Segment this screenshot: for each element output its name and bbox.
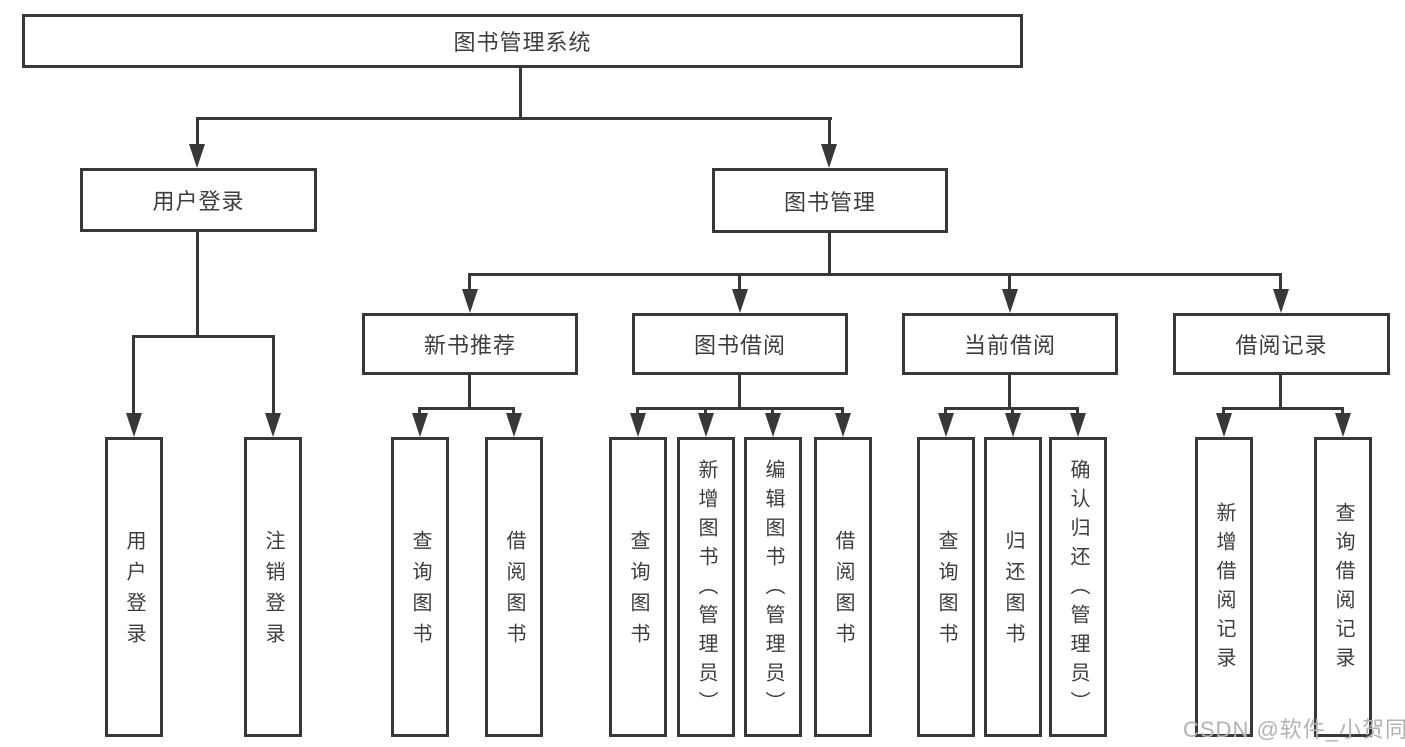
- arrow-book-management: [821, 144, 837, 168]
- leaf-user-login: 用户登录: [105, 437, 163, 737]
- arrow-current-borrow: [1002, 289, 1018, 313]
- connector-drop-bb-borrow: [841, 407, 844, 417]
- leaf-bb-add-books-admin: 新增图书（管理员）: [677, 437, 735, 737]
- leaf-cb-confirm-return-admin: 确认归还（管理员）: [1049, 437, 1107, 737]
- connector-drop-bb-edit: [771, 407, 774, 417]
- arrow-bb-edit: [765, 413, 781, 437]
- node-new-book-recommendation: 新书推荐: [362, 313, 578, 375]
- connector-user-login-rail: [132, 335, 275, 338]
- connector-current-borrow-stem: [1008, 375, 1011, 407]
- connector-drop-bb-add: [704, 407, 707, 417]
- connector-drop-bb-query: [636, 407, 639, 417]
- leaf-nb-query-books: 查询图书: [391, 437, 449, 737]
- arrow-new-book: [462, 289, 478, 313]
- arrow-bb-query: [630, 413, 646, 437]
- node-library-management-system: 图书管理系统: [22, 14, 1023, 68]
- connector-drop-login-leaf: [132, 335, 135, 417]
- arrow-login-leaf: [126, 413, 142, 437]
- leaf-nb-borrow-books: 借阅图书: [485, 437, 543, 737]
- connector-book-management-stem: [828, 233, 831, 273]
- arrow-cb-return: [1005, 413, 1021, 437]
- arrow-user-login: [189, 144, 205, 168]
- connector-drop-user-login: [196, 117, 199, 149]
- connector-drop-br-query: [1341, 407, 1344, 417]
- arrow-br-add: [1216, 413, 1232, 437]
- connector-drop-nb-borrow: [512, 407, 515, 417]
- leaf-cb-query-books: 查询图书: [917, 437, 975, 737]
- arrow-nb-borrow: [506, 413, 522, 437]
- leaf-bb-edit-books-admin: 编辑图书（管理员）: [744, 437, 802, 737]
- connector-level3-rail: [468, 273, 1281, 276]
- node-book-management: 图书管理: [712, 168, 948, 233]
- arrow-br-query: [1335, 413, 1351, 437]
- arrow-logout-leaf: [265, 413, 281, 437]
- connector-new-book-stem: [468, 375, 471, 407]
- connector-drop-cb-confirm: [1076, 407, 1079, 417]
- arrow-cb-confirm: [1070, 413, 1086, 437]
- connector-drop-cb-query: [944, 407, 947, 417]
- arrow-nb-query: [412, 413, 428, 437]
- connector-drop-nb-query: [418, 407, 421, 417]
- node-current-borrowing: 当前借阅: [902, 313, 1118, 375]
- node-book-borrowing: 图书借阅: [632, 313, 848, 375]
- node-user-login: 用户登录: [80, 168, 317, 232]
- connector-drop-borrow-records: [1279, 273, 1282, 291]
- arrow-cb-query: [938, 413, 954, 437]
- leaf-br-add-record: 新增借阅记录: [1195, 437, 1253, 737]
- connector-book-borrow-rail: [636, 407, 844, 410]
- connector-drop-cb-return: [1011, 407, 1014, 417]
- node-borrowing-records: 借阅记录: [1173, 313, 1390, 375]
- leaf-cb-return-books: 归还图书: [984, 437, 1042, 737]
- connector-drop-current-borrow: [1008, 273, 1011, 291]
- connector-drop-br-add: [1222, 407, 1225, 417]
- leaf-bb-borrow-books: 借阅图书: [814, 437, 872, 737]
- csdn-watermark: CSDN @软件_小贺同学: [1183, 717, 1405, 742]
- connector-drop-book-borrow: [738, 273, 741, 291]
- leaf-br-query-record: 查询借阅记录: [1314, 437, 1372, 737]
- arrow-bb-borrow: [835, 413, 851, 437]
- connector-drop-logout-leaf: [272, 335, 275, 417]
- connector-level2-rail: [196, 117, 832, 120]
- connector-drop-new-book: [468, 273, 471, 291]
- arrow-borrow-records: [1273, 289, 1289, 313]
- connector-borrow-records-stem: [1279, 375, 1282, 407]
- leaf-logout: 注销登录: [244, 437, 302, 737]
- arrow-bb-add: [698, 413, 714, 437]
- connector-user-login-stem: [196, 232, 199, 335]
- arrow-book-borrow: [732, 289, 748, 313]
- connector-root-stem: [519, 66, 522, 118]
- connector-new-book-rail: [418, 407, 515, 410]
- connector-drop-book-management: [828, 117, 831, 149]
- leaf-bb-query-books: 查询图书: [609, 437, 667, 737]
- connector-borrow-records-rail: [1222, 407, 1344, 410]
- connector-book-borrow-stem: [738, 375, 741, 407]
